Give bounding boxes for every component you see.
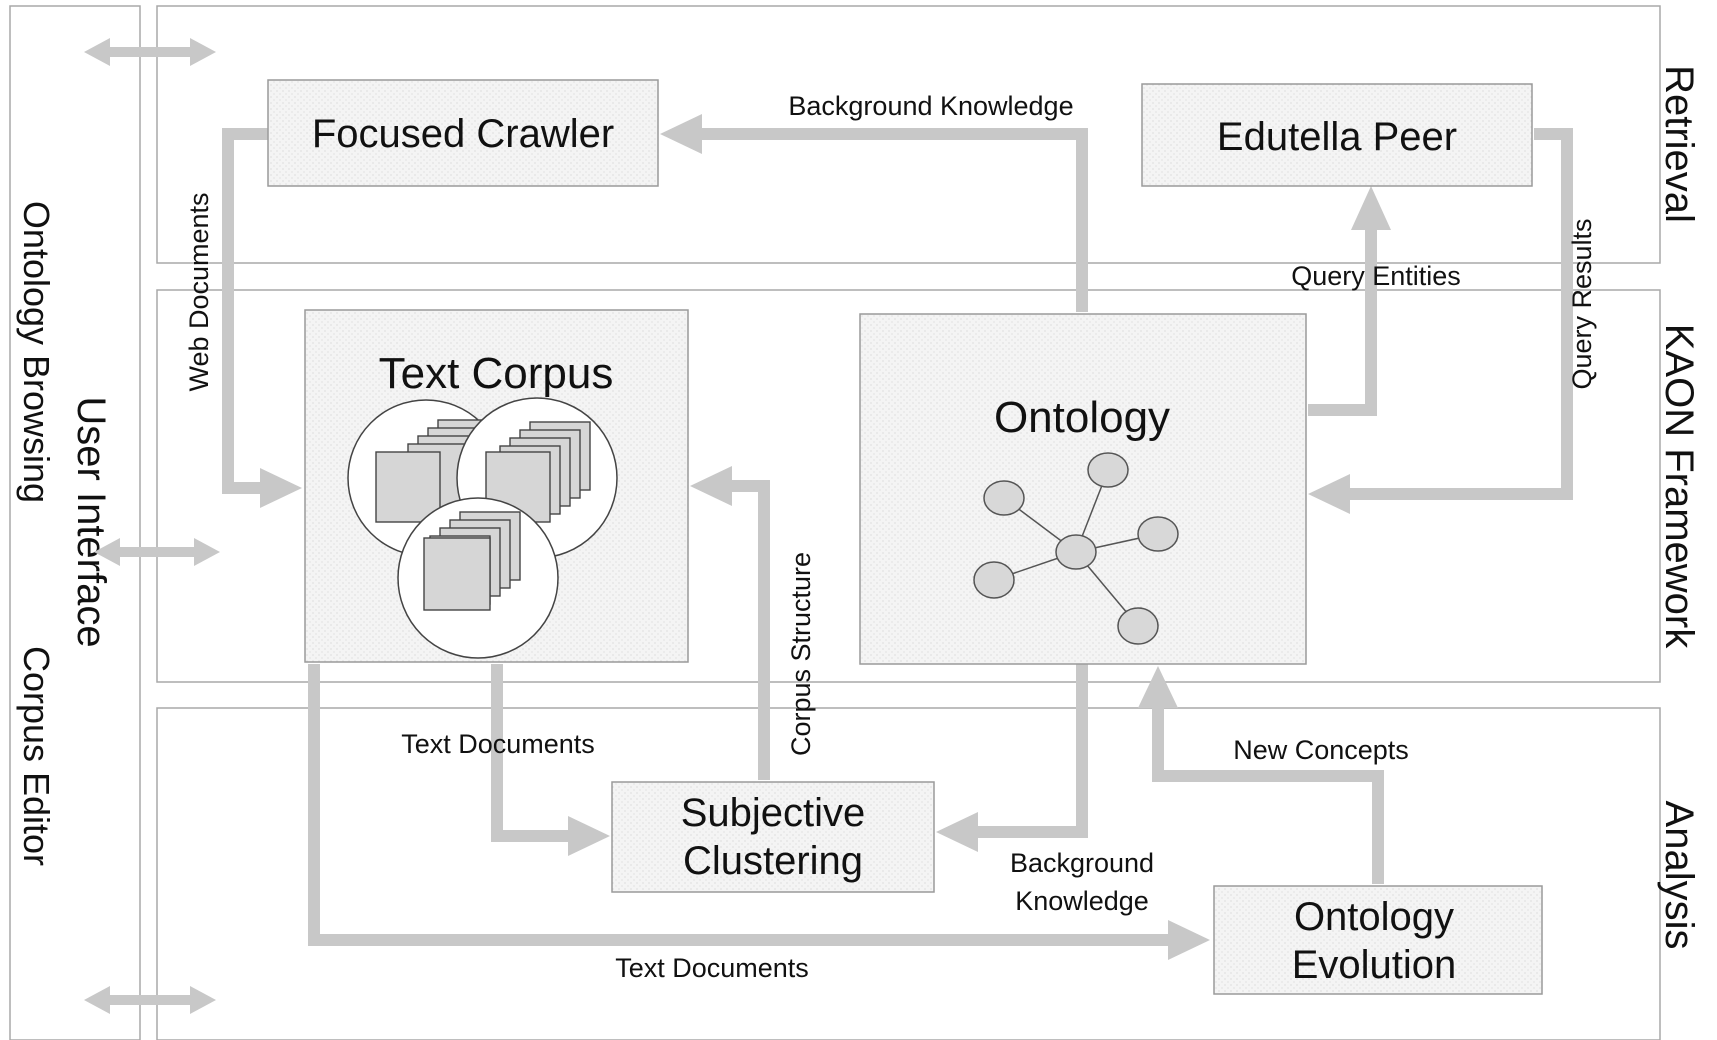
query-entities-arrow xyxy=(1308,186,1391,416)
graph-icon xyxy=(973,452,1179,645)
text-documents-bottom-label: Text Documents xyxy=(615,953,809,983)
ontology-box xyxy=(859,313,1307,665)
subjective-clustering-label-2: Clustering xyxy=(683,839,863,883)
double-arrow-icon xyxy=(94,538,220,566)
edutella-peer-label: Edutella Peer xyxy=(1217,115,1457,159)
focused-crawler-box xyxy=(267,79,659,187)
analysis-layer-frame xyxy=(156,707,1661,1040)
retrieval-layer-frame xyxy=(156,5,1661,264)
corpus-editor-label: Corpus Editor xyxy=(16,646,57,866)
web-documents-arrow xyxy=(222,128,302,508)
double-arrow-icon xyxy=(84,38,216,66)
analysis-layer-label: Analysis xyxy=(1657,801,1701,950)
edutella-peer-box xyxy=(1141,83,1533,187)
new-concepts-arrow xyxy=(1138,666,1384,884)
background-knowledge-low-arrow xyxy=(936,664,1088,852)
text-corpus-label: Text Corpus xyxy=(379,349,614,398)
query-entities-label: Query Entities xyxy=(1291,261,1461,291)
query-results-arrow xyxy=(1308,128,1573,514)
background-knowledge-top-label: Background Knowledge xyxy=(788,91,1073,121)
kaon-layer-frame xyxy=(156,289,1661,683)
ontology-browsing-label: Ontology Browsing xyxy=(16,201,57,503)
subjective-clustering-box xyxy=(611,781,935,893)
corpus-structure-label: Corpus Structure xyxy=(786,552,816,756)
text-documents-mid-label: Text Documents xyxy=(401,729,595,759)
double-arrow-icon xyxy=(84,986,216,1014)
ontology-evolution-box xyxy=(1213,885,1543,995)
query-results-label: Query Results xyxy=(1567,218,1597,389)
web-documents-label: Web Documents xyxy=(184,192,214,391)
background-knowledge-low-label-1: Background xyxy=(1010,848,1154,878)
subjective-clustering-label-1: Subjective xyxy=(681,791,866,835)
user-interface-panel xyxy=(9,5,141,1040)
user-interface-title: User Interface xyxy=(69,396,113,647)
background-knowledge-low-label-2: Knowledge xyxy=(1015,886,1149,916)
retrieval-layer-label: Retrieval xyxy=(1657,65,1701,223)
ontology-label: Ontology xyxy=(994,393,1170,442)
text-documents-mid-arrow xyxy=(491,664,610,856)
background-knowledge-top-arrow xyxy=(660,114,1088,312)
document-stack-icon xyxy=(397,497,559,659)
kaon-layer-label: KAON Framework xyxy=(1657,324,1701,649)
ontology-evolution-label-1: Ontology xyxy=(1294,895,1454,939)
ontology-evolution-label-2: Evolution xyxy=(1292,943,1457,987)
focused-crawler-label: Focused Crawler xyxy=(312,112,614,156)
new-concepts-label: New Concepts xyxy=(1233,735,1409,765)
corpus-structure-arrow xyxy=(690,466,770,780)
text-documents-bottom-arrow xyxy=(308,664,1210,960)
